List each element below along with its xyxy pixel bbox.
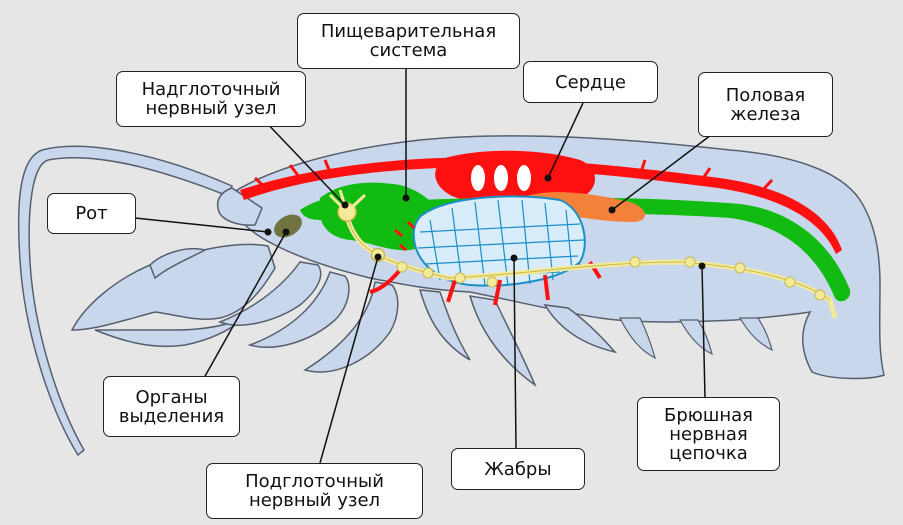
label-suboesophageal-ganglion: Подглоточный нервный узел bbox=[206, 463, 423, 519]
label-supraoesophageal-ganglion: Надглоточный нервный узел bbox=[116, 71, 306, 127]
nerve-ganglion bbox=[629, 256, 641, 268]
nerve-ganglion bbox=[684, 256, 696, 268]
walking-leg bbox=[418, 289, 471, 361]
ventral-vessels bbox=[394, 220, 416, 252]
stomach bbox=[319, 182, 440, 251]
label-line: нервный узел bbox=[248, 490, 381, 511]
label-line: выделения bbox=[118, 405, 225, 427]
dorsal-artery-branches bbox=[253, 159, 774, 195]
label-line: Рот bbox=[75, 203, 108, 224]
swimmeret bbox=[619, 317, 656, 360]
label-gonad: Половая железа bbox=[698, 72, 833, 137]
label-line: Подглоточный bbox=[245, 471, 384, 492]
ventral-vessels bbox=[369, 260, 602, 306]
nerve-ganglion bbox=[454, 272, 466, 284]
label-line: Половая bbox=[725, 84, 806, 106]
label-heart: Сердце bbox=[523, 61, 658, 103]
nerve-ganglion bbox=[396, 261, 408, 273]
label-excretory-organs: Органы выделения bbox=[103, 376, 240, 437]
label-line: система bbox=[369, 40, 448, 61]
label-line: цепочка bbox=[669, 442, 748, 464]
leader-dots bbox=[264, 174, 706, 270]
heart-ostium bbox=[494, 165, 508, 191]
label-line: Сердце bbox=[555, 71, 626, 93]
nerve-ganglion bbox=[814, 289, 826, 301]
leader-lines bbox=[134, 68, 716, 464]
rostrum bbox=[216, 187, 263, 226]
antenna bbox=[17, 145, 233, 457]
walking-leg bbox=[543, 304, 618, 354]
oesophagus bbox=[300, 198, 345, 221]
label-ventral-nerve-cord: Брюшная нервная цепочка bbox=[637, 397, 780, 471]
walking-leg bbox=[247, 271, 350, 348]
label-gills: Жабры bbox=[451, 448, 585, 490]
walking-leg bbox=[468, 295, 537, 388]
swimmeret bbox=[738, 317, 773, 352]
label-mouth: Рот bbox=[47, 193, 136, 234]
heart-ostium bbox=[517, 165, 531, 191]
walking-leg bbox=[217, 261, 322, 326]
nerve-ganglion bbox=[422, 267, 434, 279]
gill-lamellae bbox=[417, 199, 585, 287]
heart-ostium bbox=[471, 165, 485, 191]
nerve-ganglion bbox=[784, 276, 796, 288]
label-line: Жабры bbox=[484, 458, 552, 480]
label-digestive-system: Пищеварительная система bbox=[297, 13, 520, 69]
label-line: Брюшная bbox=[663, 404, 754, 426]
excretory-organ bbox=[274, 214, 302, 238]
gills bbox=[412, 195, 586, 287]
label-line: нервная bbox=[669, 423, 748, 445]
label-line: Надглоточный bbox=[141, 79, 281, 100]
label-line: Пищеварительная bbox=[320, 21, 497, 42]
label-line: железа bbox=[730, 103, 801, 125]
label-line: нервный узел bbox=[145, 98, 277, 119]
dorsal-artery bbox=[240, 157, 842, 254]
nerve-ganglion bbox=[734, 262, 746, 274]
walking-leg bbox=[303, 281, 399, 373]
nerve-ganglion bbox=[486, 276, 498, 288]
claw-finger bbox=[149, 248, 208, 280]
swimmeret bbox=[678, 319, 713, 356]
label-line: Органы bbox=[135, 386, 208, 408]
